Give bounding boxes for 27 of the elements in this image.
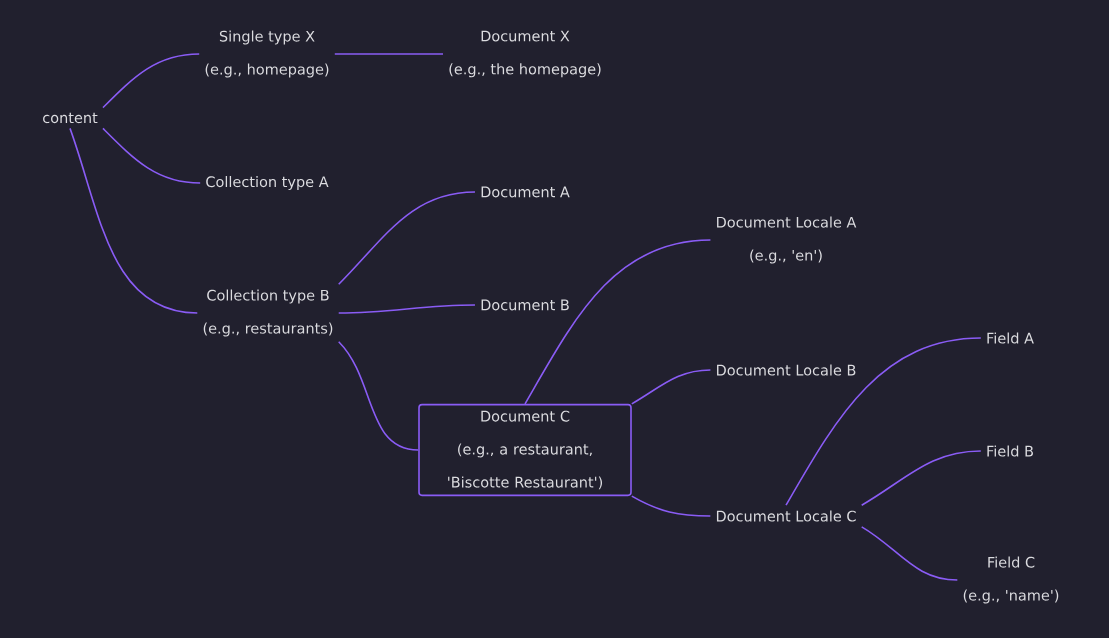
branch-line xyxy=(337,304,476,314)
topic-label: Document A xyxy=(481,186,570,198)
branch-line xyxy=(785,337,982,506)
branch-line xyxy=(524,239,712,405)
topic-label: Document Locale B xyxy=(717,364,856,376)
topic-label: Field A xyxy=(987,332,1034,344)
branch-line xyxy=(102,127,201,184)
branch-line xyxy=(334,53,444,55)
topic-label: Field C (e.g., 'name') xyxy=(963,556,1059,604)
branch-line xyxy=(337,340,419,451)
branch-line xyxy=(860,526,959,581)
topic-label: Collection type B (e.g., restaurants) xyxy=(203,289,333,337)
topic-label: Document B xyxy=(481,299,569,311)
branch-line xyxy=(631,495,712,517)
branch-line xyxy=(102,53,200,109)
topic-label: Document Locale C xyxy=(716,510,856,522)
topic-label: content xyxy=(43,112,98,124)
topic-box: Document C (e.g., a restaurant, 'Biscotte Restaurant') xyxy=(418,403,632,497)
topic-label: Single type X (e.g., homepage) xyxy=(205,30,329,78)
topic-label: Document X (e.g., the homepage) xyxy=(449,30,601,78)
topic-label: Field B xyxy=(987,445,1033,457)
branch-line xyxy=(69,127,199,314)
topic-label: Collection type A xyxy=(206,176,329,190)
branch-line xyxy=(631,369,712,405)
branch-line xyxy=(860,450,982,506)
topic-label: Document Locale A (e.g., 'en') xyxy=(717,216,857,264)
branch-line xyxy=(337,191,476,286)
